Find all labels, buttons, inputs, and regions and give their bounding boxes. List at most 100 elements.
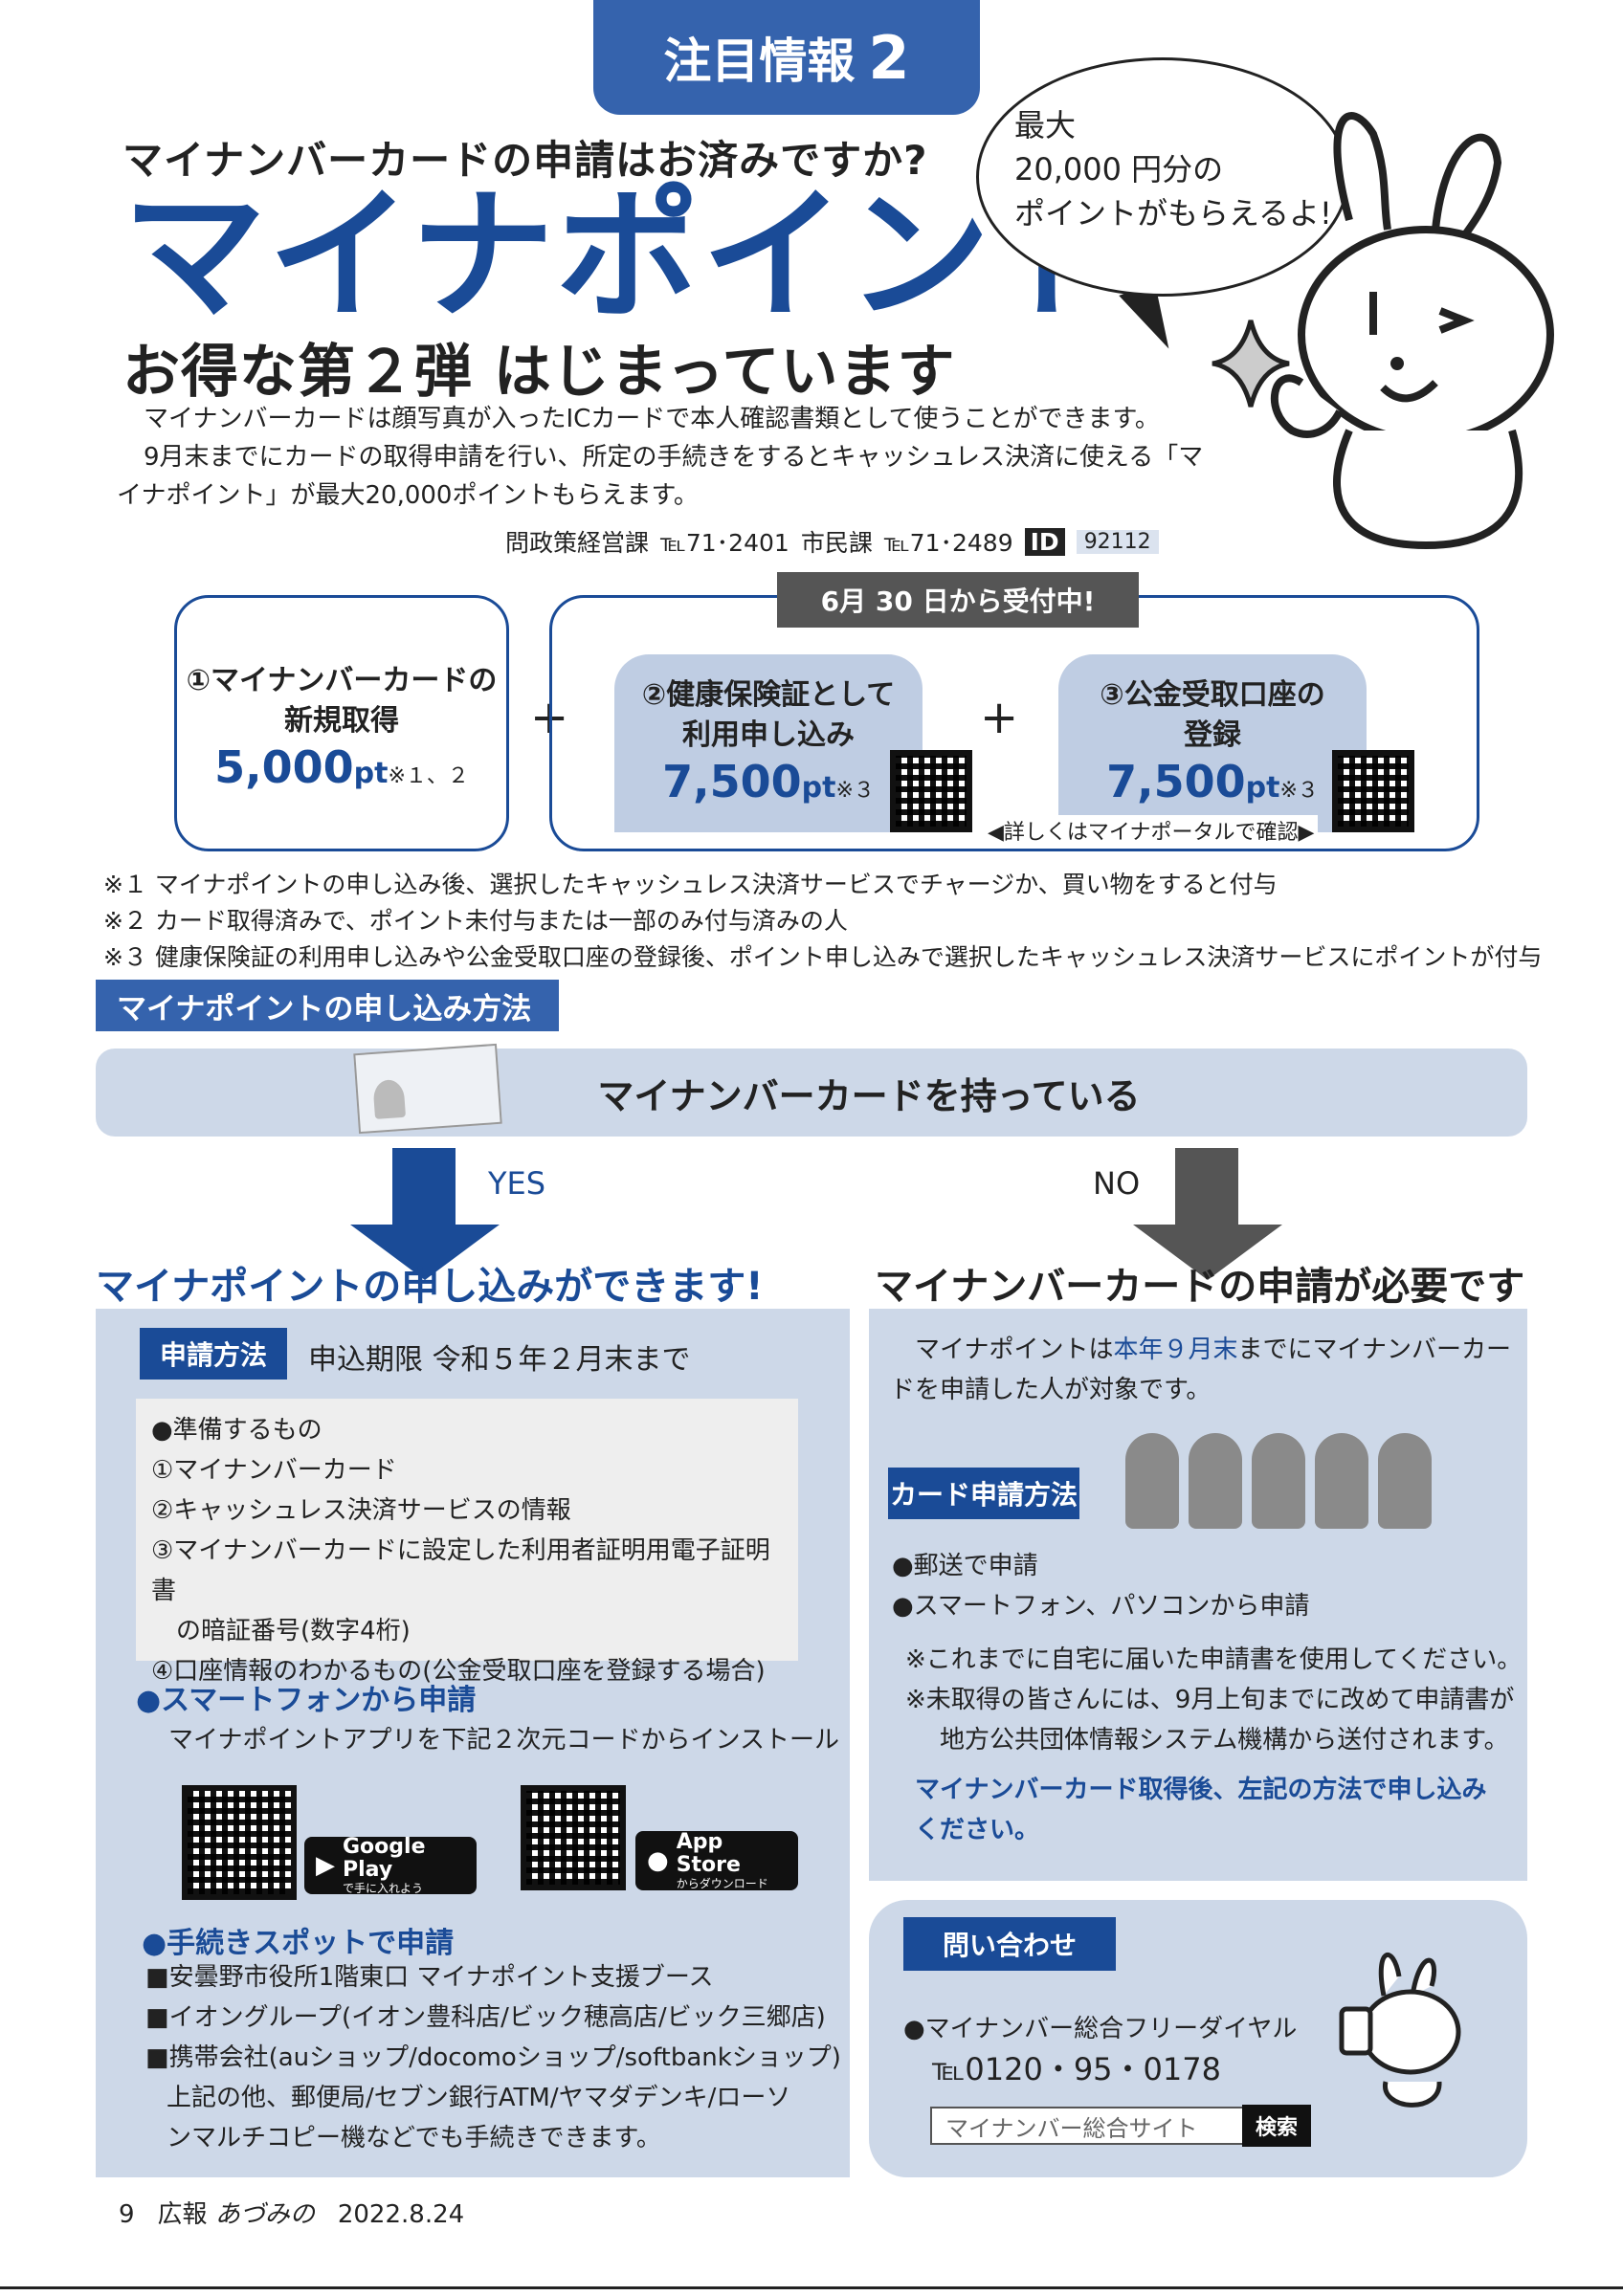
point-unit: pt [1245, 771, 1280, 805]
footnotes: ※１ マイナポイントの申し込み後、選択したキャッシュレス決済サービスでチャージか… [103, 867, 1542, 976]
spot-item: ■安曇野市役所1階東口 マイナポイント支援ブース [145, 1963, 714, 1992]
no-panel [869, 1309, 1527, 1881]
intro-paragraph: 9月末までにカードの取得申請を行い、所定の手続きをするとキャッシュレス決済に使え… [117, 443, 1204, 510]
section-tab: 注目情報 2 [593, 0, 980, 115]
store-name: App Store [676, 1830, 741, 1877]
spot-item: 上記の他、郵便局/セブン銀行ATM/ヤマダデンキ/ローソ [167, 2084, 791, 2112]
card-method-note: ※未取得の皆さんには、9月上旬までに改めて申請書が [905, 1686, 1515, 1714]
prep-item: ●準備するもの [151, 1416, 322, 1445]
point-label: ①マイナンバーカードの [186, 664, 498, 697]
prep-item: ②キャッシュレス決済サービスの情報 [151, 1496, 571, 1525]
page-number: 9 [119, 2200, 135, 2229]
point-unit: pt [353, 757, 389, 790]
point-note: ※３ [835, 779, 875, 803]
spot-list: ■安曇野市役所1階東口 マイナポイント支援ブース ■イオングループ(イオン豊科店… [145, 1957, 841, 2158]
point-note: ※１、２ [388, 764, 469, 788]
subtitle: マイナンバーカードの申請はお済みですか? [122, 137, 928, 184]
card-photo-icon [372, 1078, 407, 1119]
play-icon: ▶ [316, 1851, 335, 1880]
no-text-part: までにマイナンバーカードを申請した人が対象です。 [890, 1336, 1511, 1404]
bubble-line: ポイントがもらえるよ! [1014, 195, 1332, 232]
footer: 9 広報 あづみの 2022.8.24 [119, 2195, 464, 2230]
qr-code-icon[interactable] [1332, 750, 1414, 832]
mascot-icon [1378, 1433, 1432, 1529]
point-number: 5,000 [214, 741, 354, 793]
phone-number: ℡71･2401 [660, 529, 789, 557]
card-method-notes: ※これまでに自宅に届いた申請書を使用してください。 ※未取得の皆さんには、9月上… [905, 1640, 1522, 1760]
no-intro-text: マイナポイントは本年９月末までにマイナンバーカードを申請した人が対象です。 [890, 1330, 1512, 1410]
smartphone-heading: ●スマートフォンから申請 [136, 1684, 477, 1717]
prep-item: ①マイナンバーカード [151, 1456, 397, 1485]
rabbit-mascot-icon [1270, 112, 1554, 550]
plus-sign: + [980, 691, 1019, 744]
page-title: マイナポイント [122, 173, 1139, 340]
deadline-text: 申込期限 令和５年２月末まで [308, 1343, 691, 1377]
point-label: 新規取得 [284, 704, 399, 738]
smartphone-text: マイナポイントアプリを下記２次元コードからインストール [168, 1726, 839, 1755]
card-method-list: ●郵送で申請 ●スマートフォン、パソコンから申請 [892, 1546, 1309, 1626]
point-label: 登録 [1184, 718, 1241, 752]
mascot-group-image [1125, 1433, 1489, 1567]
yes-arrow-stem [392, 1148, 456, 1226]
no-arrow-icon [1133, 1225, 1282, 1280]
spot-item: ンマルチコピー機などでも手続きできます。 [167, 2124, 661, 2152]
point-box-new-card: ①マイナンバーカードの 新規取得 5,000pt※１、２ [174, 595, 509, 851]
mascot-icon [1315, 1433, 1368, 1529]
google-play-qr-icon[interactable] [182, 1785, 297, 1900]
spot-item: ■イオングループ(イオン豊科店/ビック穂高店/ビック三郷店) [145, 2003, 826, 2032]
card-method-note: ※これまでに自宅に届いた申請書を使用してください。 [905, 1645, 1523, 1674]
no-title: マイナンバーカードの申請が必要です [875, 1265, 1525, 1309]
mascot-icon [1125, 1433, 1179, 1529]
phone-number: ℡71･2489 [883, 529, 1013, 557]
point-number: 7,500 [1106, 756, 1246, 807]
publication-label: 広報 [157, 2200, 208, 2229]
prep-item: ③マイナンバーカードに設定した利用者証明用電子証明書 [151, 1536, 770, 1605]
qr-code-icon[interactable] [890, 750, 972, 832]
inquiry-phone[interactable]: ℡0120・95・0178 [932, 2051, 1221, 2087]
prep-item: の暗証番号(数字4桁) [176, 1617, 411, 1645]
bubble-line: 20,000 円分の [1014, 151, 1224, 188]
apple-icon: ● [647, 1846, 669, 1875]
reception-badge: 6月 30 日から受付中! [777, 572, 1139, 628]
id-badge: ID [1024, 527, 1065, 556]
inquiry-text: ●マイナンバー総合フリーダイヤル ℡0120・95・0178 [903, 2009, 1297, 2089]
publication-name: 広報 あづみの [158, 2195, 315, 2230]
dept-name: 市民課 [800, 529, 873, 557]
app-store-badge[interactable]: ● App Store からダウンロード [635, 1831, 798, 1890]
card-method-item: ●郵送で申請 [892, 1552, 1038, 1580]
intro-paragraph: マイナンバーカードは顔写真が入ったICカードで本人確認書類として使うことができま… [144, 405, 1160, 433]
inquiry-line: ●マイナンバー総合フリーダイヤル [903, 2015, 1298, 2043]
apply-method-label: 申請方法 [140, 1328, 287, 1380]
search-input[interactable]: マイナンバー総合サイト [930, 2107, 1246, 2145]
tab-label: 注目情報 [663, 33, 856, 89]
mascot-icon [1189, 1433, 1242, 1529]
bubble-text: 最大 20,000 円分の ポイントがもらえるよ! [1014, 103, 1332, 235]
my-number-card-image [353, 1043, 502, 1135]
inquiry-label: 問い合わせ [903, 1917, 1116, 1971]
point-label: ③公金受取口座の [1100, 678, 1325, 712]
app-store-qr-icon[interactable] [521, 1785, 626, 1890]
tab-number: 2 [868, 22, 910, 93]
headline: お得な第２弾 はじまっています [122, 339, 956, 406]
store-name: Google Play [343, 1835, 426, 1882]
bottom-divider [0, 2286, 1623, 2289]
sparkle-icon [1212, 320, 1290, 408]
search-button[interactable]: 検索 [1242, 2105, 1311, 2147]
store-sub: からダウンロード [676, 1877, 768, 1890]
point-box-health-insurance: ②健康保険証として 利用申し込み 7,500pt※３ [614, 654, 923, 832]
bubble-line: 最大 [1014, 107, 1077, 144]
point-unit: pt [801, 771, 836, 805]
point-box-bank-account: ③公金受取口座の 登録 7,500pt※３ [1058, 654, 1367, 832]
point-number: 7,500 [662, 756, 802, 807]
method-section-heading: マイナポイントの申し込み方法 [96, 980, 559, 1031]
dept-name: 問政策経営課 [505, 529, 650, 557]
no-arrow-stem [1175, 1148, 1238, 1226]
yes-arrow-icon [350, 1225, 500, 1280]
no-text-part: マイナポイントは [915, 1336, 1114, 1364]
publication-title: あづみの [214, 2200, 315, 2229]
point-label: ②健康保険証として [641, 678, 896, 712]
no-label: NO [1093, 1165, 1141, 1202]
google-play-badge[interactable]: ▶ Google Play で手に入れよう [304, 1835, 477, 1895]
point-value: 5,000pt※１、２ [177, 741, 506, 793]
card-method-label: カード申請方法 [888, 1468, 1079, 1519]
